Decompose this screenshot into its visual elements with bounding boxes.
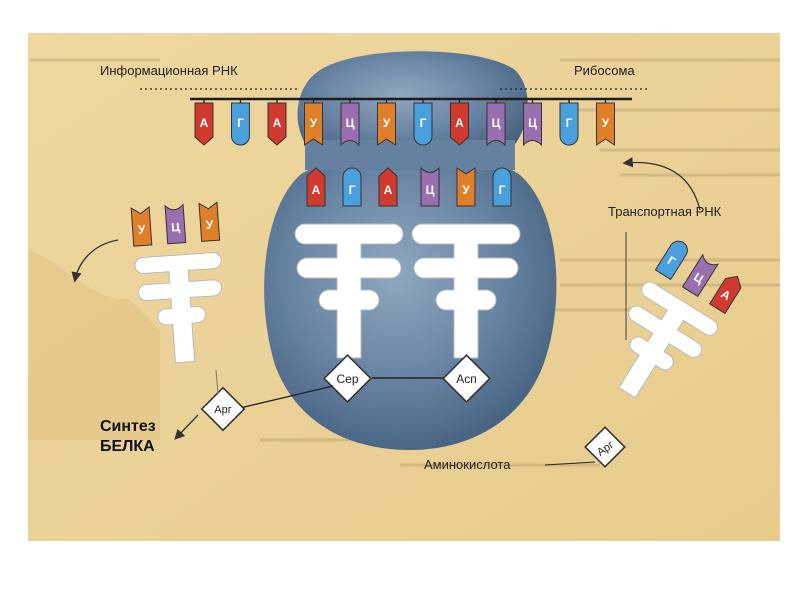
codon-3-letter: А [273,116,282,130]
trna-left-nt-2-letter: Г [349,183,356,197]
codon-6-letter: У [383,116,391,130]
codon-11-letter: Г [566,116,573,130]
synthesis-label-line1: Синтез [100,417,156,437]
codon-5: Ц [341,103,359,145]
trna-leaving-nt-2: Ц [165,205,186,244]
trna-left-nt-2: Г [343,168,361,206]
amino-acid-arg-chain-label: Арг [214,404,231,416]
ribosome-waist [305,140,515,170]
codon-8: А [451,103,469,145]
trna-left-nt-1: А [307,168,325,206]
trna-leaving-nt-3: У [199,202,220,241]
mrna-label: Информационная РНК [100,63,238,78]
trna-left-nt-3-letter: А [384,183,393,197]
ribosome-label: Рибосома [574,63,635,78]
synthesis-label-line2: БЕЛКА [100,437,156,457]
codon-12: У [597,103,615,145]
amino-acid-asp-label: Асп [456,372,477,386]
codon-1-letter: А [200,116,209,130]
amino-acid-label: Аминокислота [424,457,510,472]
trna-right-nt-3-letter: Г [499,183,506,197]
codon-5-letter: Ц [346,116,355,130]
codon-11: Г [560,103,578,145]
codon-9: Ц [487,103,505,145]
codon-6: У [378,103,396,145]
trna-label: Транспортная РНК [608,204,721,219]
trna-left-nt-3: А [379,168,397,206]
codon-2: Г [232,103,250,145]
trna-right-nt-1-letter: Ц [426,183,435,197]
codon-9-letter: Ц [492,116,501,130]
codon-4: У [305,103,323,145]
trna-right-nt-1: Ц [421,168,439,206]
trna-right-nt-2-letter: У [462,183,470,197]
codon-8-letter: А [455,116,464,130]
amino-acid-ser-label: Сер [336,372,358,386]
codon-1: А [195,103,213,145]
trna-right-nt-2: У [457,168,475,206]
synthesis-label: Синтез БЕЛКА [100,417,156,457]
trna-left-nt-1-letter: А [312,183,321,197]
codon-7-letter: Г [420,116,427,130]
codon-12-letter: У [602,116,610,130]
codon-2-letter: Г [237,116,244,130]
trna-leaving-nt-1: У [131,207,152,246]
trna-leaving-nt-2-letter: Ц [171,220,181,235]
trna-right-nt-3: Г [493,168,511,206]
codon-10: Ц [524,103,542,145]
codon-4-letter: У [310,116,318,130]
codon-3: А [268,103,286,145]
codon-7: Г [414,103,432,145]
codon-10-letter: Ц [528,116,537,130]
